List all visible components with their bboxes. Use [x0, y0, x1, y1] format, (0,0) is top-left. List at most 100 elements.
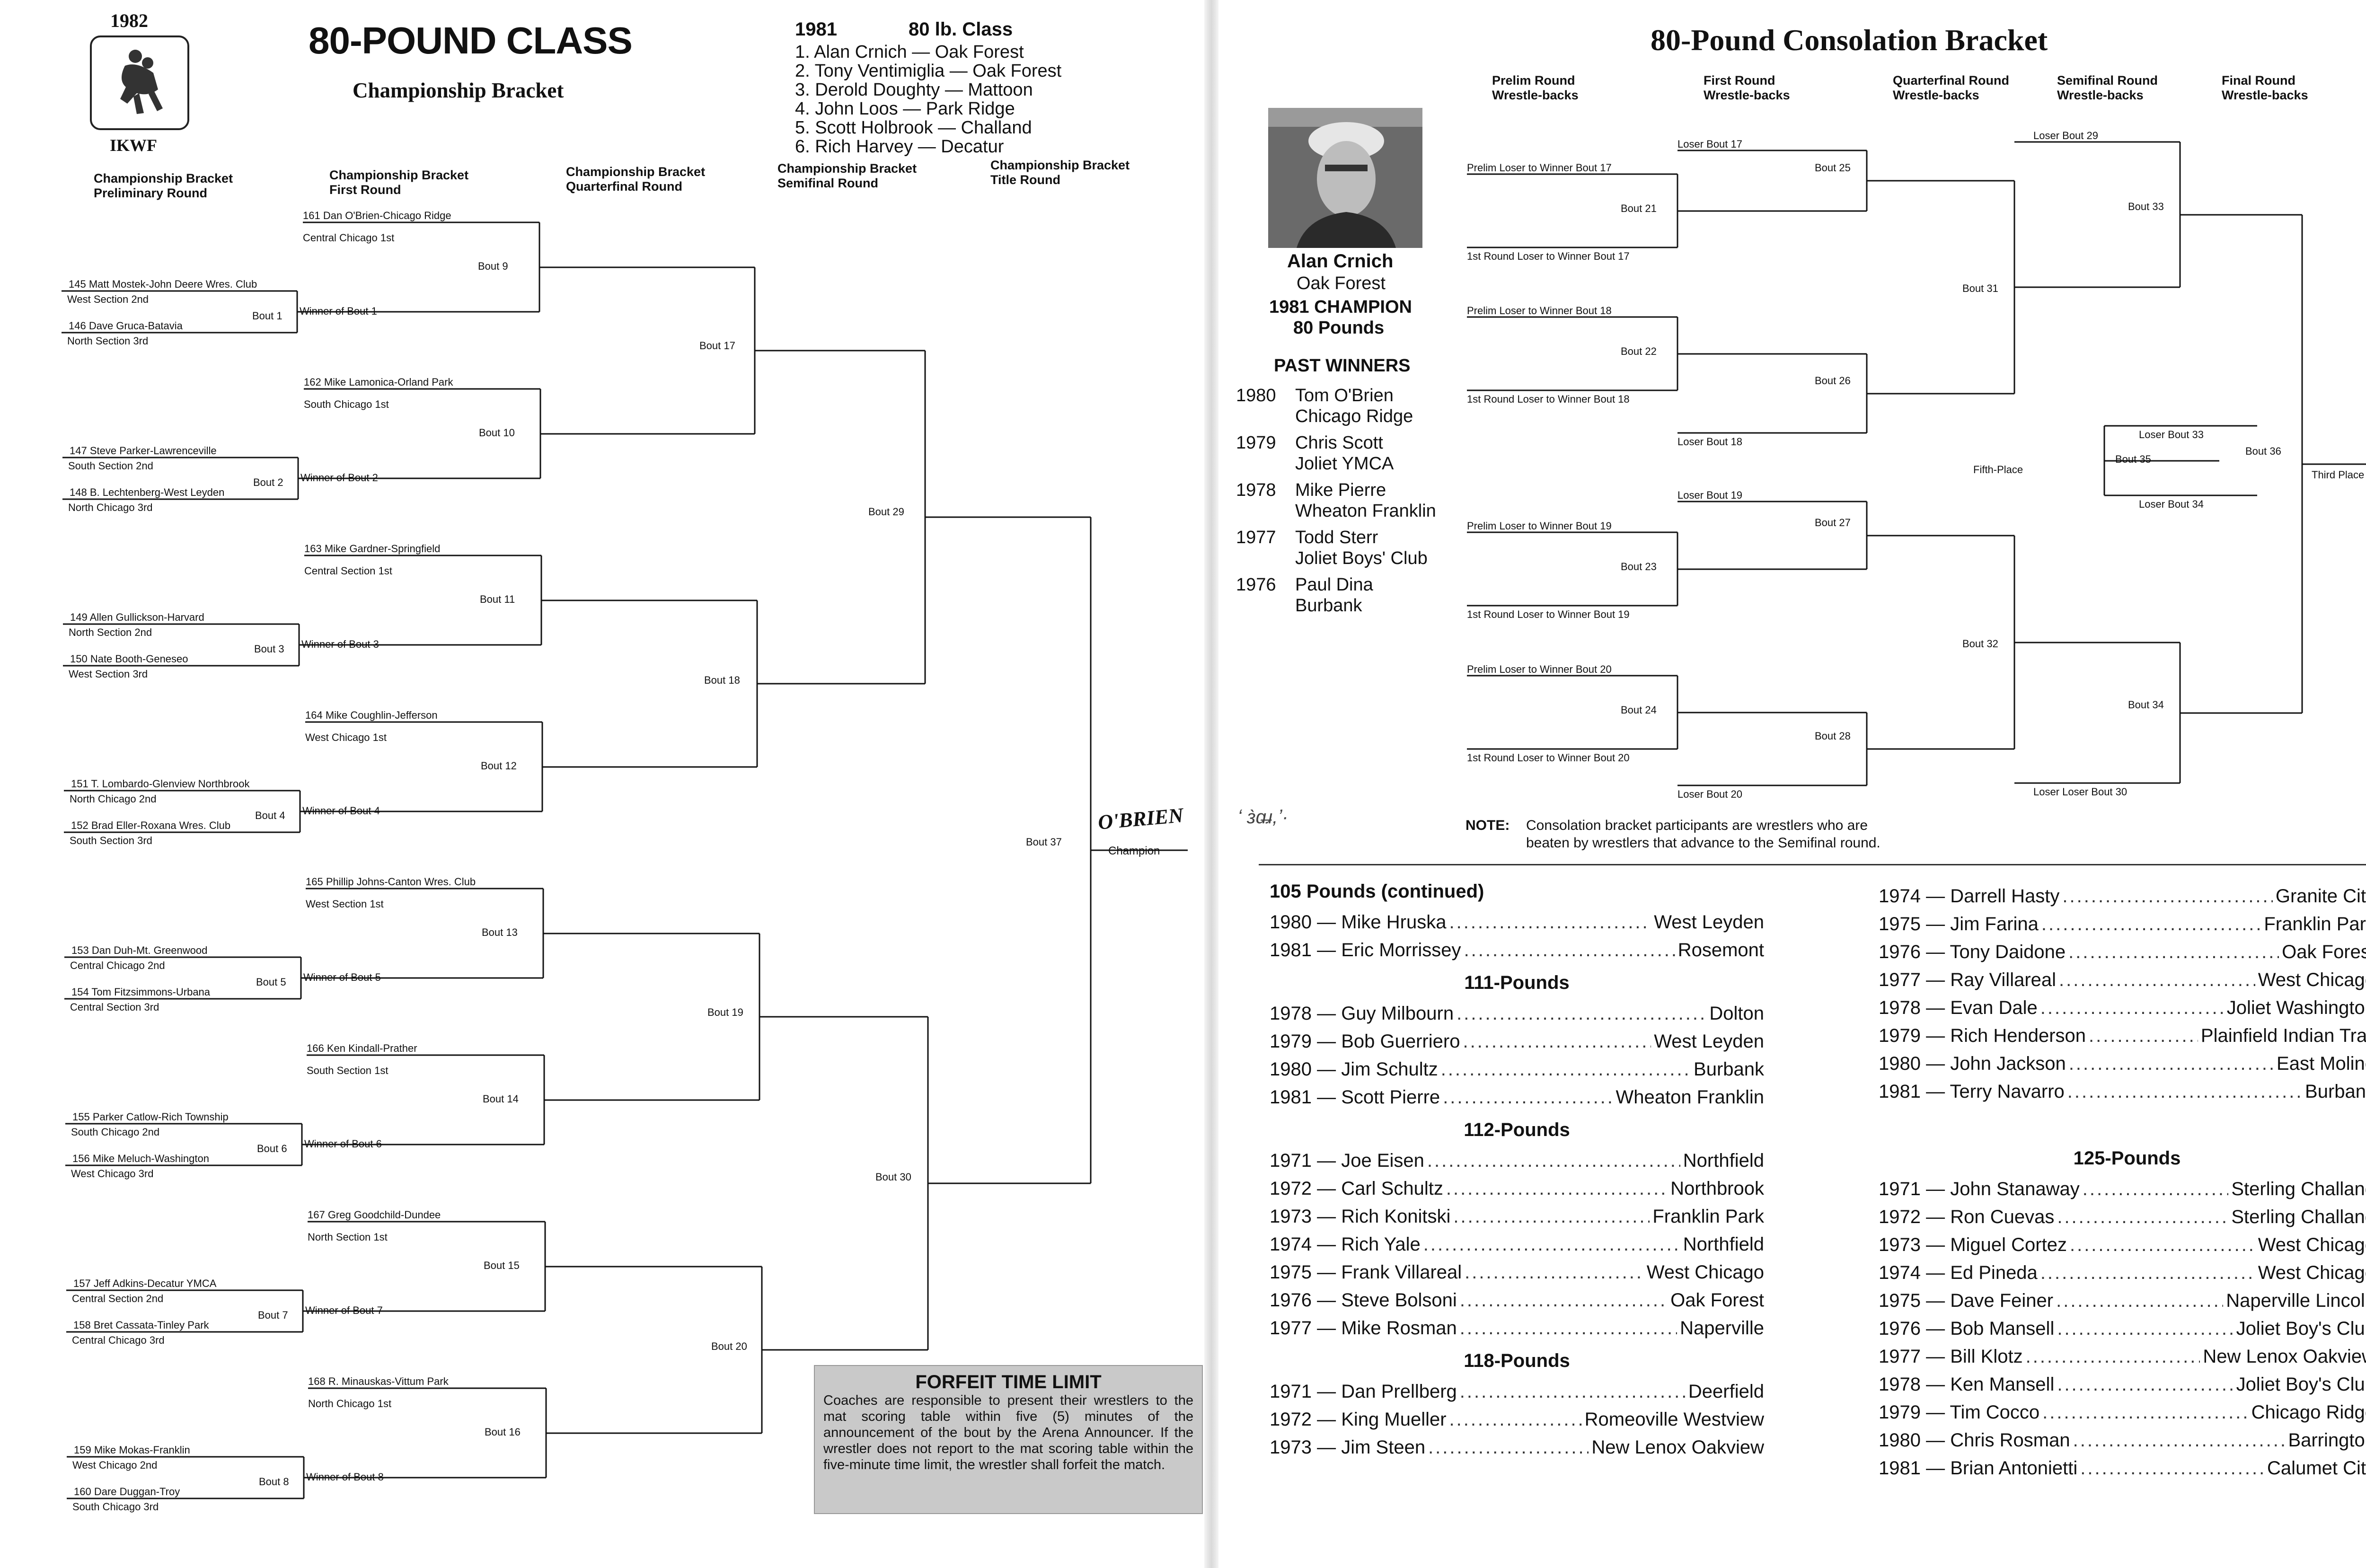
- history-school: Northbrook: [1670, 1178, 1764, 1199]
- history-section-heading: 118-Pounds: [1464, 1350, 1570, 1371]
- history-school: Plainfield Indian Trail: [2200, 1025, 2366, 1046]
- bracket-section: South Chicago 2nd: [71, 1126, 160, 1138]
- history-row: 1972 — Ron Cuevas.......................…: [1879, 1207, 2366, 1228]
- history-winner: 1974 — Ed Pineda: [1879, 1262, 2038, 1283]
- history-winner: 1979 — Bob Guerriero: [1270, 1031, 1460, 1052]
- cons-entry-label: Loser Loser Bout 30: [2033, 786, 2128, 798]
- history-winner: 1977 — Bill Klotz: [1879, 1346, 2023, 1367]
- fifth-place-label: Fifth-Place: [1973, 464, 2023, 476]
- history-school: Franklin Park: [1652, 1206, 1764, 1227]
- bout-label: Bout 29: [868, 506, 904, 518]
- page-subtitle: Championship Bracket: [353, 79, 564, 102]
- leader-dots: ........................................…: [2089, 1025, 2198, 1046]
- bout-label: Bout 16: [485, 1426, 521, 1438]
- bracket-entry: 145 Matt Mostek-John Deere Wres. Club: [69, 278, 257, 290]
- history-school: Joliet Boy's Club: [2236, 1374, 2366, 1395]
- history-school: New Lenox Oakview: [2203, 1346, 2366, 1367]
- leader-dots: ........................................…: [1459, 1381, 1686, 1402]
- scribble-mark: ʻ ɜ̀ɑ̶ɹ,ʼ·: [1237, 807, 1289, 828]
- bracket-entry: 157 Jeff Adkins-Decatur YMCA: [73, 1277, 217, 1289]
- bracket-section: West Section 1st: [306, 898, 384, 910]
- bout-label: Bout 34: [2128, 699, 2164, 711]
- history-school: Wheaton Franklin: [1616, 1087, 1764, 1108]
- cons-entry-label: Loser Bout 33: [2139, 429, 2204, 440]
- leader-dots: ........................................…: [2042, 1402, 2248, 1423]
- leader-dots: ........................................…: [2040, 1262, 2255, 1283]
- bracket-section: Central Chicago 1st: [303, 232, 395, 244]
- history-row: 1980 — Chris Rosman.....................…: [1879, 1430, 2366, 1451]
- bout-label: Bout 14: [483, 1093, 519, 1105]
- bout-label: Bout 27: [1815, 517, 1851, 529]
- past-winner-school: Joliet Boys' Club: [1295, 548, 1428, 568]
- cons-entry-label: 1st Round Loser to Winner Bout 17: [1467, 250, 1630, 262]
- leader-dots: ........................................…: [1464, 940, 1675, 960]
- history-row: 1974 — Ed Pineda........................…: [1879, 1262, 2366, 1284]
- leader-dots: ........................................…: [1459, 1318, 1677, 1339]
- history-row: 1979 — Tim Cocco........................…: [1879, 1402, 2366, 1423]
- consolation-title: 80-Pound Consolation Bracket: [1651, 23, 2048, 57]
- history-school: West Leyden: [1654, 912, 1764, 933]
- bracket-section: South Chicago 3rd: [72, 1501, 159, 1513]
- ikwf-logo: [90, 35, 189, 130]
- bout-label: Bout 26: [1815, 375, 1851, 387]
- history-school: Franklin Park: [2264, 914, 2366, 934]
- page-divider: [1259, 864, 2366, 865]
- history-row: 1973 — Jim Steen........................…: [1270, 1437, 1764, 1458]
- bracket-section: South Section 3rd: [70, 835, 152, 846]
- leader-dots: ........................................…: [2080, 1458, 2264, 1479]
- past-winner-year: 1977: [1236, 528, 1276, 547]
- history-school: West Chicago: [1646, 1262, 1764, 1283]
- bout-label: Bout 25: [1815, 162, 1851, 174]
- bracket-section: North Chicago 1st: [308, 1398, 392, 1409]
- history-row: 1975 — Jim Farina.......................…: [1879, 914, 2366, 935]
- history-school: West Chicago: [2258, 1234, 2366, 1255]
- history-row: 1980 — John Jackson.....................…: [1879, 1053, 2366, 1075]
- place-row: 1. Alan Crnich — Oak Forest: [795, 42, 1024, 62]
- past-winner-school: Chicago Ridge: [1295, 406, 1413, 426]
- history-row: 1972 — King Mueller.....................…: [1270, 1409, 1764, 1430]
- bout-label: Bout 11: [480, 593, 515, 605]
- bracket-section: South Chicago 1st: [304, 398, 389, 410]
- leader-dots: ........................................…: [2057, 1207, 2229, 1227]
- bracket-section: West Section 2nd: [67, 293, 149, 305]
- cons-entry-label: Loser Bout 17: [1677, 138, 1742, 150]
- bout-label: Bout 2: [253, 476, 283, 488]
- history-row: 1978 — Ken Mansell......................…: [1879, 1374, 2366, 1395]
- history-winner: 1976 — Tony Daidone: [1879, 942, 2066, 962]
- history-row: 1980 — Jim Schultz......................…: [1270, 1059, 1764, 1080]
- bout-label: Bout 28: [1815, 730, 1851, 742]
- leader-dots: ........................................…: [2059, 969, 2255, 990]
- winner-label: Winner of Bout 8: [306, 1471, 384, 1483]
- history-winner: 1976 — Bob Mansell: [1879, 1318, 2055, 1339]
- bracket-entry: 162 Mike Lamonica-Orland Park: [304, 376, 453, 388]
- history-row: 1979 — Bob Guerriero....................…: [1270, 1031, 1764, 1052]
- cons-entry-label: 1st Round Loser to Winner Bout 20: [1467, 752, 1630, 764]
- bracket-entry: 158 Bret Cassata-Tinley Park: [73, 1319, 209, 1331]
- leader-dots: ........................................…: [2062, 886, 2273, 907]
- history-section-heading: 125-Pounds: [2073, 1148, 2181, 1169]
- bout-label: Bout 3: [254, 643, 284, 655]
- bout-label: Bout 12: [481, 760, 517, 772]
- bout-label: Bout 4: [255, 810, 285, 821]
- leader-dots: ........................................…: [2040, 997, 2224, 1018]
- cons-entry-label: Loser Bout 20: [1677, 788, 1742, 800]
- history-row: 1977 — Bill Klotz.......................…: [1879, 1346, 2366, 1367]
- bout-label: Bout 24: [1621, 704, 1657, 716]
- history-school: West Leyden: [1654, 1031, 1764, 1052]
- leader-dots: ........................................…: [1463, 1031, 1651, 1052]
- history-school: Sterling Challand: [2231, 1207, 2366, 1227]
- history-row: 1971 — Dan Prellberg....................…: [1270, 1381, 1764, 1402]
- history-row: 1981 — Scott Pierre.....................…: [1270, 1087, 1764, 1108]
- cons-entry-label: Prelim Loser to Winner Bout 20: [1467, 663, 1612, 675]
- history-row: 1974 — Rich Yale........................…: [1270, 1234, 1764, 1255]
- bracket-entry: 147 Steve Parker-Lawrenceville: [70, 445, 217, 457]
- history-winner: 1972 — King Mueller: [1270, 1409, 1447, 1430]
- past-winner-name: Chris Scott: [1295, 433, 1383, 453]
- bracket-entry: 164 Mike Coughlin-Jefferson: [305, 709, 438, 721]
- bracket-entry: 148 B. Lechtenberg-West Leyden: [70, 486, 225, 498]
- history-school: Northfield: [1683, 1150, 1764, 1171]
- bout-label: Bout 30: [875, 1171, 911, 1183]
